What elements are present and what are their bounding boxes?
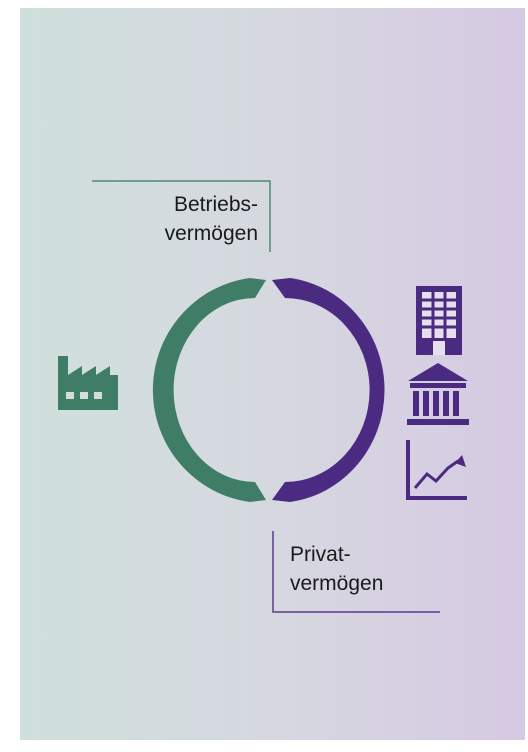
- office-building-icon: [416, 286, 462, 355]
- privatvermoegen-label-line-2: vermögen: [290, 572, 384, 595]
- bank-icon: [407, 363, 469, 425]
- betriebsvermoegen-label-line-2: vermögen: [164, 222, 258, 245]
- betriebsvermoegen-label-line-1: Betriebs-: [173, 193, 258, 216]
- privatvermoegen-callout-line: [272, 531, 440, 613]
- privatvermoegen-arc: [272, 278, 385, 502]
- privatvermoegen-label-line-1: Privat-: [290, 543, 351, 566]
- stock-chart-icon: [406, 440, 467, 500]
- privatvermoegen-label: Privat- vermögen: [290, 540, 430, 598]
- betriebsvermoegen-callout-line: [92, 180, 271, 252]
- betriebsvermoegen-label: Betriebs- vermögen: [138, 190, 258, 248]
- betriebsvermoegen-arc: [152, 278, 266, 502]
- factory-icon: [58, 356, 118, 410]
